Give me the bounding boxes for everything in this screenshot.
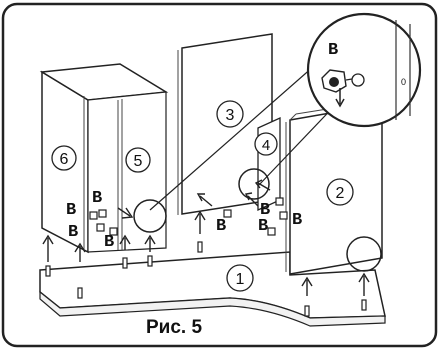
panel-6-cabinet [39, 63, 169, 254]
panel-number-5: 5 [125, 147, 151, 173]
dowel-icons [45, 241, 367, 317]
panel-number-1: 1 [226, 264, 254, 292]
panel-number-2: 2 [326, 178, 354, 206]
panel-number-5-text: 5 [134, 153, 143, 170]
magnifier-label-b: B [328, 41, 338, 60]
callout-line [149, 51, 331, 211]
label-b: B [258, 217, 268, 236]
figure-caption: Рис. 5 [146, 317, 202, 338]
panel-number-6: 6 [51, 145, 77, 171]
label-b: B [66, 201, 76, 220]
panel-number-4-text: 4 [262, 137, 270, 154]
detail-circle-left [133, 199, 167, 233]
panel-number-3-text: 3 [226, 107, 235, 124]
panel-number-4: 4 [254, 132, 278, 156]
panel-number-3: 3 [216, 100, 244, 128]
label-b: B [292, 211, 302, 230]
label-b: B [68, 223, 78, 242]
arrow-icons [42, 179, 370, 296]
label-b: B [104, 233, 114, 252]
detail-circle-mid [238, 168, 270, 200]
panel-number-2-text: 2 [336, 185, 345, 202]
panel-4-divider [257, 116, 281, 212]
label-b: B [260, 201, 270, 220]
cam-nut-icons [89, 197, 288, 236]
panel-number-6-text: 6 [60, 151, 69, 168]
hinge-mark: 0 [401, 77, 406, 87]
panel-number-1-text: 1 [236, 271, 245, 288]
label-b: B [216, 217, 226, 236]
detail-circle-right [346, 236, 382, 272]
label-b: B [92, 189, 102, 208]
magnifier-detail [306, 12, 422, 128]
